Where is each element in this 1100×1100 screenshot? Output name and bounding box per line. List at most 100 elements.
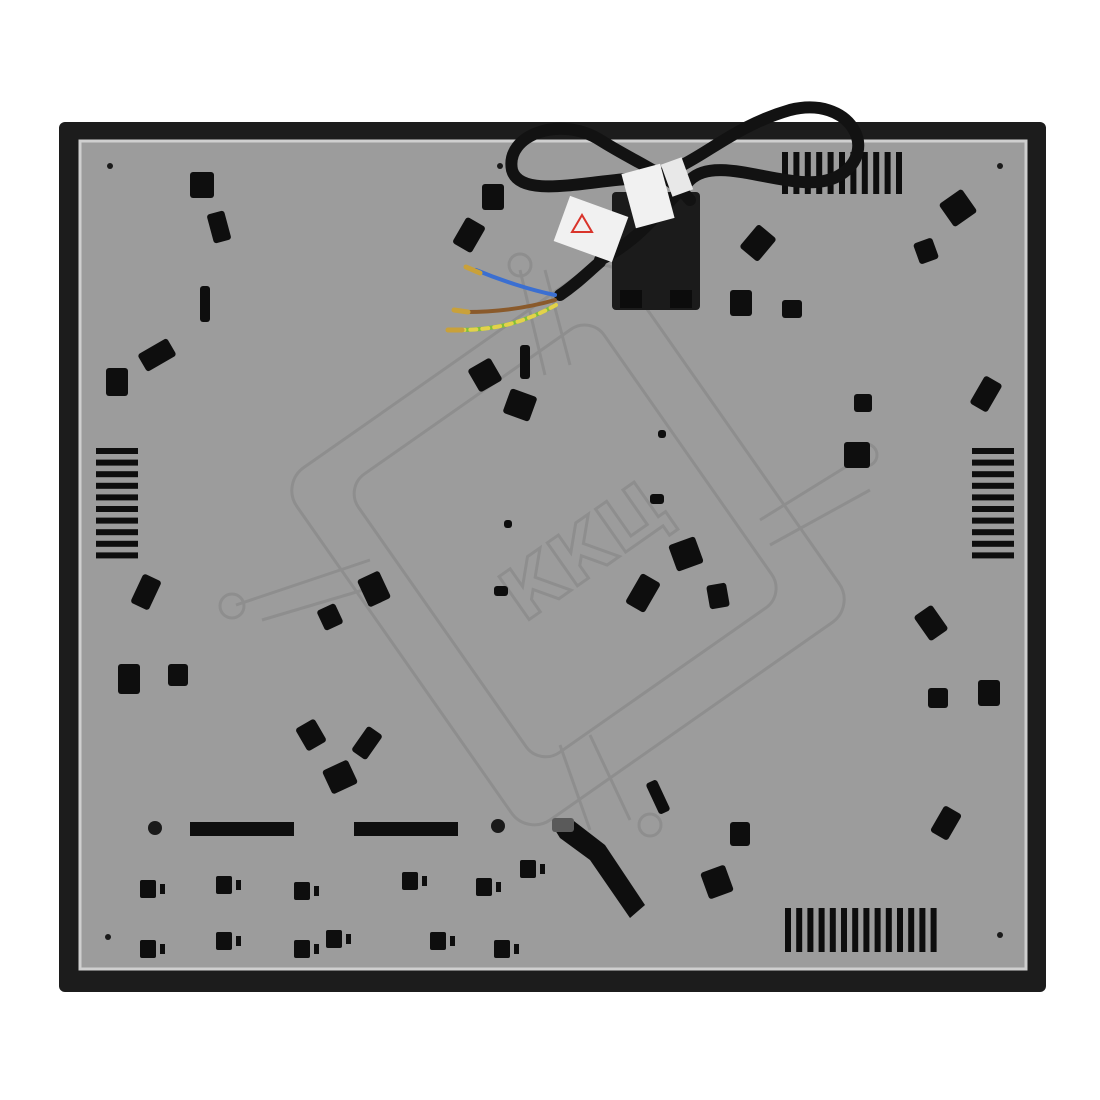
vent-slot xyxy=(919,908,926,952)
vent-slot xyxy=(972,552,1014,559)
mounting-clip xyxy=(494,586,508,596)
vent-slot xyxy=(96,448,138,454)
vent-slot xyxy=(930,908,937,952)
vent-slot xyxy=(96,529,138,536)
mounting-clip xyxy=(970,376,1002,412)
mounting-clip xyxy=(844,442,870,468)
vent-slot xyxy=(972,517,1014,524)
vent-slot xyxy=(873,152,880,194)
vent-slot xyxy=(96,482,138,489)
vent-slot xyxy=(796,908,803,952)
vent-slot xyxy=(807,908,814,952)
watermark-logo xyxy=(218,252,879,838)
vent-slot xyxy=(972,471,1014,478)
terminal-pin xyxy=(540,864,545,874)
mounting-clip xyxy=(668,536,704,572)
mounting-clip xyxy=(482,184,504,210)
mounting-clip xyxy=(913,238,939,264)
screw-hole xyxy=(997,163,1003,169)
vent-slot xyxy=(96,459,138,466)
screw-hole xyxy=(497,163,503,169)
vent-slot xyxy=(908,908,915,952)
cable-labels xyxy=(553,157,694,263)
terminal-pin xyxy=(450,936,455,946)
mounting-clip xyxy=(854,394,872,412)
vent-slot xyxy=(972,529,1014,536)
vent-slot xyxy=(861,152,868,194)
terminal-pin xyxy=(236,936,241,946)
mounting-clip xyxy=(939,189,977,227)
terminal-pin xyxy=(422,876,427,886)
screw-hole xyxy=(148,821,162,835)
mounting-clip xyxy=(520,345,530,379)
mounting-clip xyxy=(131,574,161,610)
mounting-clip xyxy=(503,388,537,422)
mounting-clip xyxy=(190,172,214,198)
vent-slot xyxy=(863,908,870,952)
screw-holes xyxy=(105,163,1003,940)
mounting-clip xyxy=(207,210,231,244)
vent-slot xyxy=(874,908,881,952)
vent-slot xyxy=(96,517,138,524)
mounting-clip xyxy=(468,358,502,392)
vent-slot xyxy=(818,908,825,952)
mounting-clip xyxy=(730,290,752,316)
vent-slot xyxy=(96,540,138,547)
vent-slot xyxy=(972,540,1014,547)
screw-hole xyxy=(491,819,505,833)
vent-slot xyxy=(852,908,859,952)
vent-slot xyxy=(785,908,791,952)
bottom-bar-left xyxy=(190,822,294,836)
vent-slot xyxy=(804,152,811,194)
terminal-pin xyxy=(160,944,165,954)
vent-slot xyxy=(96,552,138,559)
loose-wires xyxy=(445,264,558,333)
screw-hole xyxy=(997,932,1003,938)
mounting-clip xyxy=(296,719,326,751)
vent-slot xyxy=(896,152,902,194)
mounting-clip xyxy=(453,217,485,253)
vent-slot xyxy=(829,908,836,952)
terminal-connector xyxy=(430,932,446,950)
vent-slot xyxy=(816,152,823,194)
screw-hole xyxy=(107,163,113,169)
terminal-connector xyxy=(294,882,310,900)
mounting-clip xyxy=(930,806,962,840)
mounting-clip xyxy=(706,582,730,610)
terminal-connector xyxy=(140,880,156,898)
junction-box xyxy=(612,192,700,310)
vent-slot xyxy=(782,152,788,194)
mounting-clip xyxy=(352,726,382,760)
terminal-connector xyxy=(494,940,510,958)
terminal-pin xyxy=(496,882,501,892)
vent-slot xyxy=(841,908,847,952)
terminal-connector xyxy=(520,860,536,878)
mounting-clip xyxy=(357,571,391,607)
terminal-connector xyxy=(476,878,492,896)
mounting-clip xyxy=(914,605,948,641)
mounting-clip xyxy=(317,603,343,631)
mounting-clip xyxy=(168,664,188,686)
screw-hole xyxy=(105,934,111,940)
terminal-connector xyxy=(216,876,232,894)
terminal-connector xyxy=(140,940,156,958)
vent-slot xyxy=(897,908,903,952)
vent-slot xyxy=(972,482,1014,489)
vent-slot xyxy=(884,152,891,194)
mounting-clip xyxy=(730,822,750,846)
vent-slot xyxy=(96,471,138,478)
vent-slot xyxy=(972,506,1014,512)
mounting-clip xyxy=(782,300,802,318)
mounting-clips xyxy=(106,172,1002,958)
mounting-clip xyxy=(322,760,358,794)
terminal-pin xyxy=(346,934,351,944)
vent-slot xyxy=(972,494,1014,501)
terminal-pin xyxy=(160,884,165,894)
terminal-connector xyxy=(402,872,418,890)
mounting-clip xyxy=(740,225,776,261)
mounting-clip xyxy=(138,338,176,372)
mounting-clip xyxy=(504,520,512,528)
vent-slot xyxy=(972,448,1014,454)
vent-slot xyxy=(850,152,857,194)
